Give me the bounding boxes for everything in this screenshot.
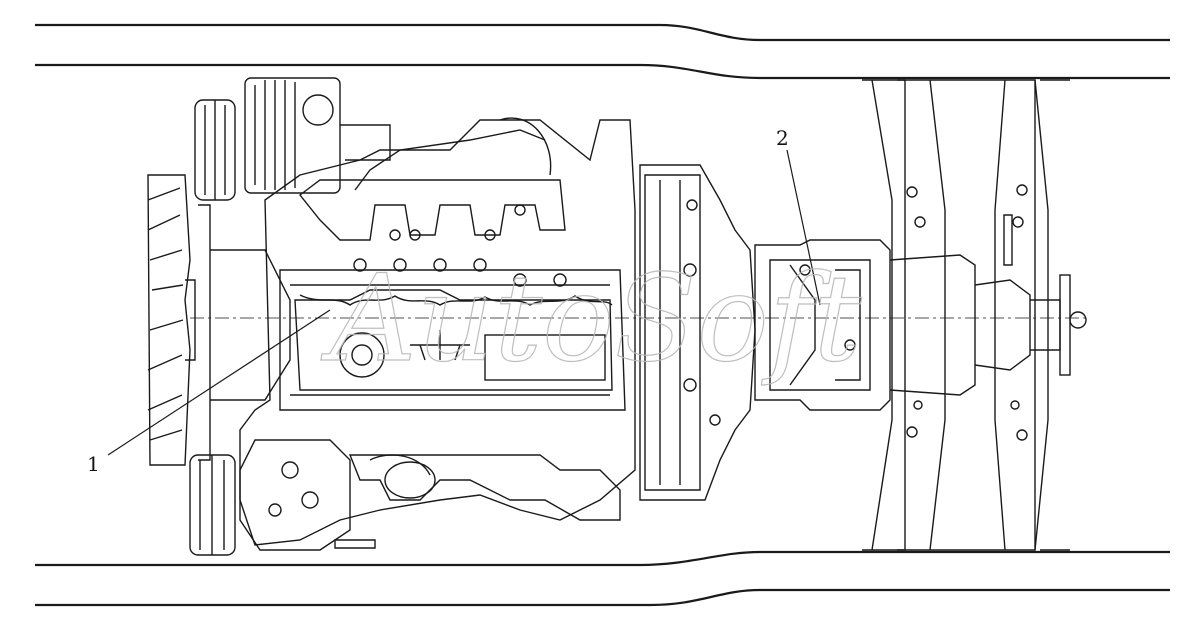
cross-member <box>862 79 1070 551</box>
starter-motor <box>239 439 376 551</box>
callout-2: 2 <box>776 126 789 150</box>
callout-2-leader <box>786 149 821 306</box>
cooling-fan <box>147 174 196 466</box>
transmission <box>754 239 891 411</box>
callout-1: 1 <box>87 452 100 476</box>
frame-rails <box>35 23 1170 607</box>
alternator <box>244 77 391 194</box>
exhaust-manifold <box>299 117 566 241</box>
valve-cover <box>294 204 613 391</box>
front-pulleys <box>189 99 291 556</box>
output-flange <box>889 214 1087 396</box>
callout-1-leader <box>107 309 331 456</box>
intake-pipe <box>348 454 621 521</box>
flywheel-housing <box>639 164 756 501</box>
watermark: AutoSoft <box>320 250 862 389</box>
